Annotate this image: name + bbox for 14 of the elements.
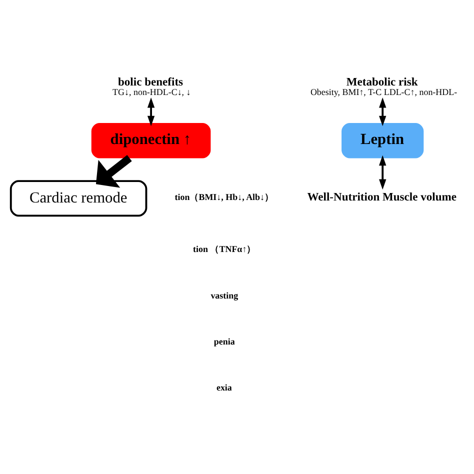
label: vasting	[210, 290, 238, 300]
node-box: Cardiac remode	[10, 180, 148, 216]
label: exia	[216, 382, 232, 392]
node-text: bolic benefits TG↓, non-HDL-C↓, ↓	[112, 76, 191, 97]
node-box: diponectin ↑	[91, 122, 211, 158]
node-box: Leptin	[342, 122, 424, 158]
node-text: Metabolic risk Obesity, BMI↑, T-C LDL-C↑, non-HDL-	[310, 76, 458, 97]
arrow	[379, 154, 386, 190]
arrow	[379, 96, 386, 126]
label: tion（BMI↓, Hb↓, Alb↓）	[174, 192, 274, 202]
label: tion （TNFα↑）	[193, 244, 256, 254]
node-text: Well-Nutrition Muscle volume	[307, 191, 456, 204]
arrow	[147, 96, 155, 126]
label: penia	[214, 336, 235, 346]
